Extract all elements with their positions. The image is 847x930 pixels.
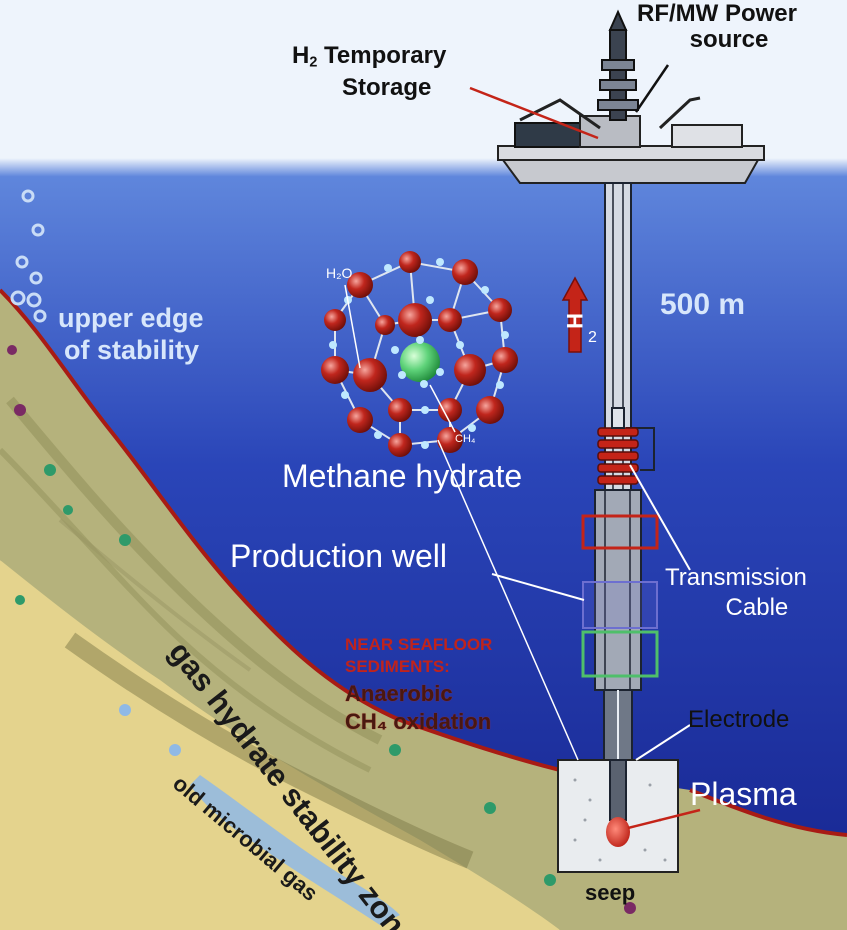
electrode-leader bbox=[635, 724, 691, 761]
electrode-label: Electrode bbox=[688, 706, 790, 733]
storage-leader bbox=[469, 86, 599, 140]
plasma-glow bbox=[606, 817, 630, 847]
transmission-cable bbox=[626, 427, 655, 471]
seafloor-line bbox=[0, 288, 847, 837]
depth-label: 500 m bbox=[660, 288, 746, 321]
old-microbial-gas-band bbox=[190, 775, 400, 925]
plasma-leader bbox=[627, 808, 701, 830]
methane-molecule-center bbox=[400, 342, 440, 382]
seep-texture bbox=[573, 778, 667, 862]
power-leader bbox=[634, 64, 670, 113]
transmission-cable-label: Transmission Cable bbox=[665, 564, 807, 621]
coil-cap bbox=[611, 407, 625, 429]
sediment-dots bbox=[7, 345, 636, 914]
methane-hydrate-leader bbox=[437, 439, 579, 761]
ch4-leader bbox=[429, 384, 456, 433]
h2-up-arrow bbox=[561, 276, 589, 353]
h2-arrow-subscript: 2 bbox=[588, 329, 597, 346]
sediment-stripe bbox=[64, 632, 474, 869]
green-highlight-box bbox=[581, 630, 659, 678]
rf-power-label: RF/MW Power source bbox=[637, 0, 797, 53]
anaerobic-label: Anaerobic CH₄ oxidation bbox=[345, 681, 492, 734]
sediment-stripe bbox=[6, 396, 383, 745]
near-seafloor-label: NEAR SEAFLOOR SEDIMENTS: bbox=[345, 635, 493, 676]
hydrate-cage bbox=[321, 251, 518, 457]
rf-coil bbox=[597, 427, 639, 485]
sediment-stripe bbox=[58, 518, 252, 672]
h2-storage-label: H2 Temporary Storage bbox=[292, 42, 447, 101]
transmission-leader bbox=[629, 464, 691, 571]
sediment-stripe bbox=[0, 447, 372, 773]
production-well-label: Production well bbox=[230, 538, 447, 574]
upper-edge-label: upper edge of stability bbox=[58, 303, 204, 365]
electrode-rod bbox=[609, 759, 627, 821]
plasma-label: Plasma bbox=[690, 776, 797, 812]
h2-arrow-label: H bbox=[561, 313, 587, 329]
gas-bubbles bbox=[10, 189, 47, 323]
purple-highlight-box bbox=[582, 581, 658, 629]
ch4-label: CH₄ bbox=[455, 433, 476, 445]
drilling-platform bbox=[497, 9, 765, 184]
h2o-leader bbox=[344, 284, 361, 369]
red-highlight-box bbox=[581, 514, 659, 550]
production-well-leader bbox=[491, 573, 585, 601]
seep-label: seep bbox=[585, 880, 636, 905]
h2o-label: H₂O bbox=[326, 265, 353, 281]
methane-hydrate-label: Methane hydrate bbox=[282, 458, 523, 494]
